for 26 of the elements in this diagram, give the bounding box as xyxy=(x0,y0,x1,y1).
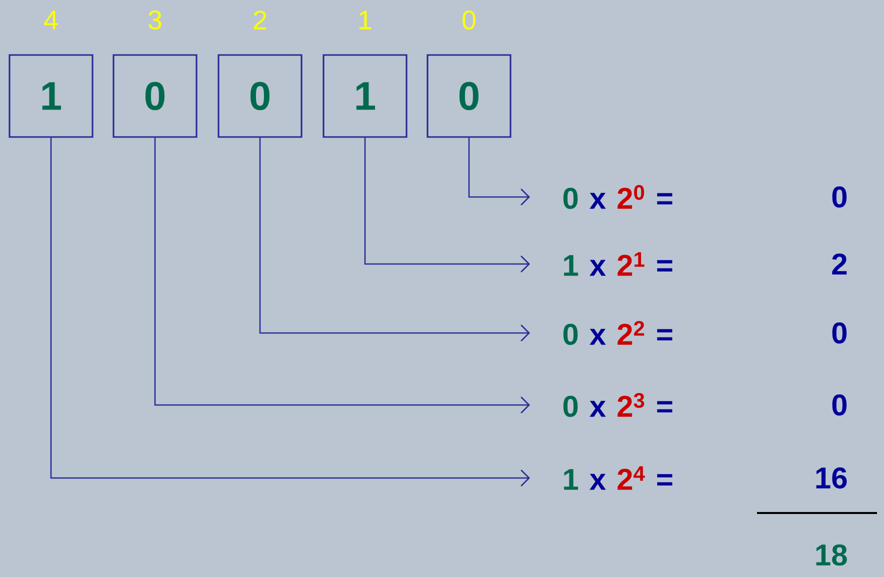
digit-box: 0 xyxy=(426,54,512,138)
arrow xyxy=(468,138,530,206)
position-number: 2 xyxy=(254,10,266,30)
position-number: 1 xyxy=(360,10,372,30)
equation-text: 0 x 2$^{0}$ = xyxy=(563,185,672,209)
result-number: 18 xyxy=(816,544,847,566)
equation-text: 0 x 2$^{3}$ = xyxy=(563,393,672,417)
digit-box: 1 xyxy=(322,54,408,138)
arrow xyxy=(50,138,530,486)
position-number: 4 xyxy=(44,10,58,30)
result-number: 16 xyxy=(816,467,847,489)
result-number: 0 xyxy=(832,322,847,344)
equation-text: 1 x 2$^{4}$ = xyxy=(564,466,672,490)
digit-box: 0 xyxy=(112,54,198,138)
result-number: 2 xyxy=(832,254,847,274)
arrow xyxy=(364,138,530,272)
position-number: 0 xyxy=(462,10,476,30)
equation-text: 0 x 2$^{2}$ = xyxy=(563,321,672,345)
arrow xyxy=(154,138,530,414)
result-number: 0 xyxy=(832,186,847,208)
position-number: 3 xyxy=(148,10,162,30)
digit-box: 1 xyxy=(8,54,94,138)
arrow xyxy=(259,138,530,342)
result-number: 0 xyxy=(832,394,847,416)
digit-box: 0 xyxy=(218,54,302,138)
equation-text: 1 x 2$^{1}$ = xyxy=(564,252,672,276)
